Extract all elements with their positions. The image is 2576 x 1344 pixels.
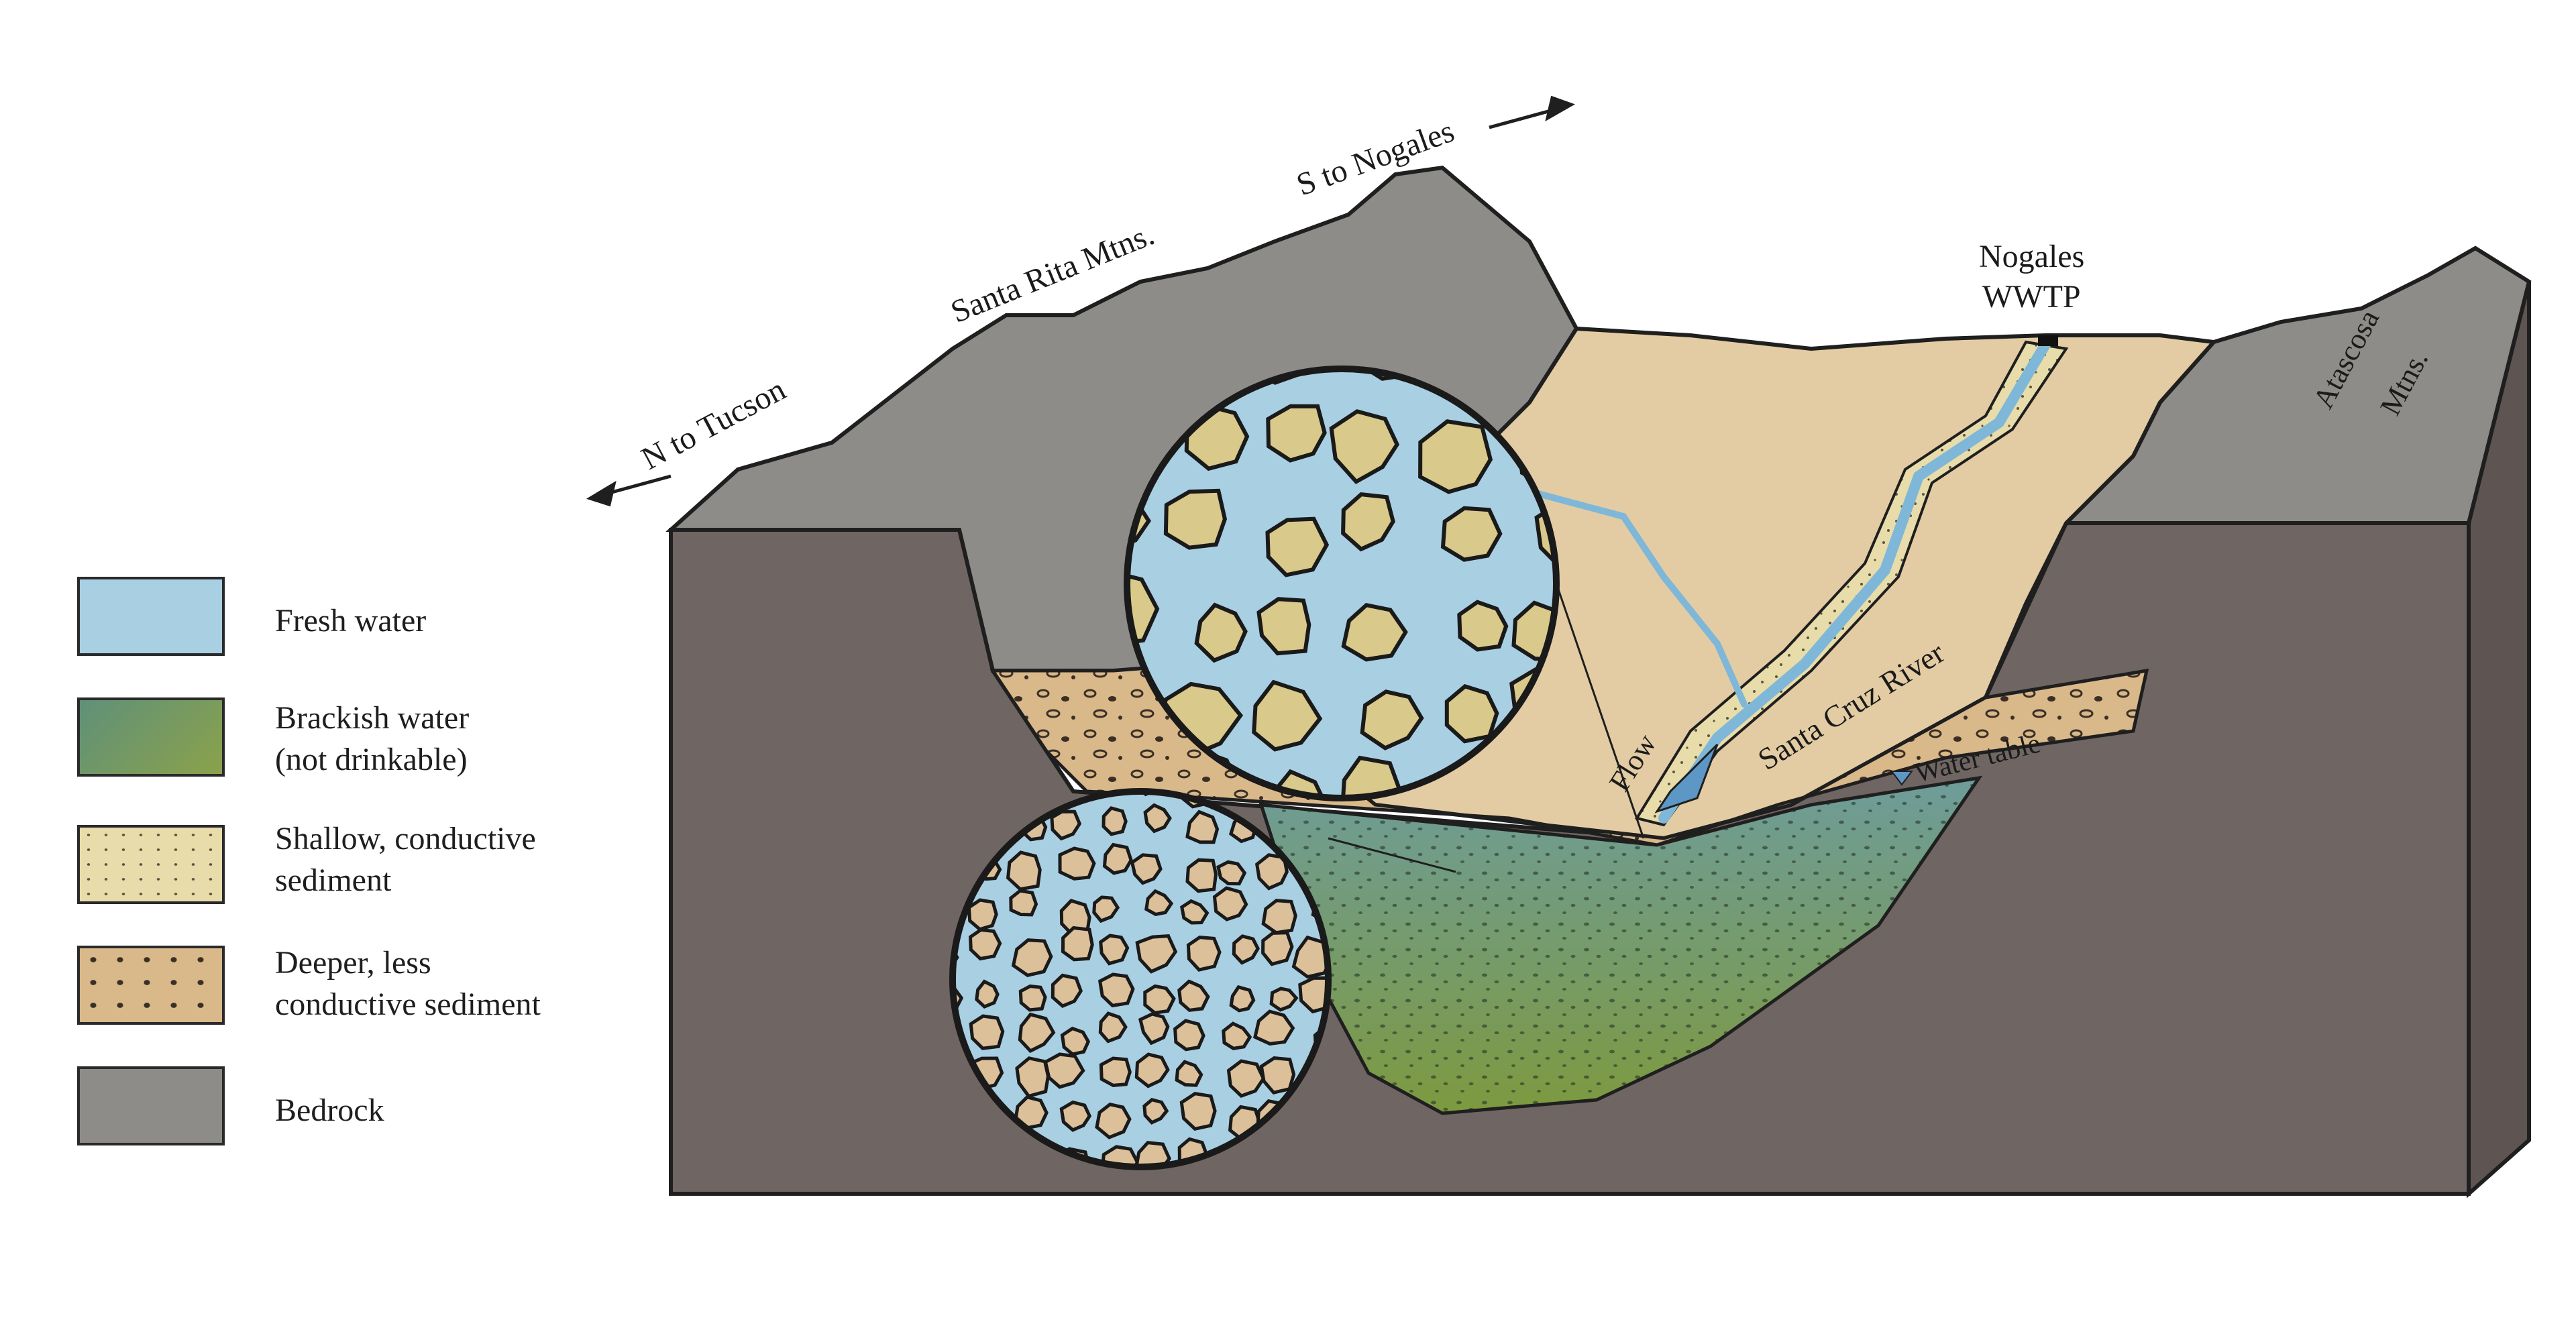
sediment-grain (1144, 889, 1174, 917)
river-channel (1658, 338, 2051, 824)
sediment-grain (968, 928, 1002, 961)
sediment-grain (1232, 934, 1260, 965)
sediment-grain (1341, 492, 1395, 552)
sediment-grain (1050, 809, 1082, 841)
sediment-grain (1102, 806, 1128, 836)
sediment-grain (1134, 1052, 1170, 1088)
sediment-grain (1259, 1056, 1296, 1095)
sediment-grain (1180, 899, 1210, 925)
tributary (1519, 486, 1748, 708)
zoom-line-2 (1328, 837, 1456, 873)
sediment-grain (1266, 404, 1327, 463)
legend-label-fresh: Fresh water (275, 603, 427, 638)
sediment-grain (1177, 979, 1210, 1012)
sediment-grain (1269, 987, 1299, 1012)
south-arrow (1489, 95, 1575, 129)
sediment-grain (1185, 858, 1218, 893)
sediment-grain (1009, 889, 1038, 917)
wwtp-marker (2038, 335, 2058, 346)
sediment-grain (1014, 1095, 1049, 1130)
sediment-grain (1134, 1141, 1171, 1167)
legend-swatch-bedrock (77, 1066, 225, 1145)
sediment-grain (1175, 1060, 1203, 1087)
sediment-grain (1006, 850, 1042, 891)
sediment-grain (1340, 755, 1403, 798)
sediment-grain (1092, 895, 1120, 923)
sediment-grain (1261, 899, 1297, 935)
sediment-grain (1226, 1059, 1266, 1098)
sediment-grain (1261, 931, 1294, 966)
sediment-grain (1265, 516, 1330, 577)
sediment-grain (1440, 506, 1503, 562)
sediment-grain (1341, 602, 1408, 662)
north-arrow (586, 474, 672, 507)
sediment-grain (1216, 860, 1247, 886)
sediment-grain (1163, 488, 1228, 550)
sediment-grain (1135, 934, 1178, 974)
sediment-grain (1418, 419, 1493, 494)
sediment-grain (1143, 984, 1176, 1015)
sediment-grain (969, 1014, 1005, 1050)
sediment-grain (1138, 1012, 1170, 1046)
sediment-grain (1051, 973, 1083, 1009)
sediment-grain (975, 979, 1000, 1009)
sediment-grain (1095, 1103, 1132, 1139)
sediment-grain (1252, 679, 1323, 752)
legend-swatch-shallow (77, 825, 225, 904)
sediment-grain (1011, 938, 1053, 977)
flow-arrow (1654, 743, 1719, 814)
sediment-grain (1102, 842, 1133, 875)
sediment-grain (1194, 602, 1248, 663)
sediment-grain (1061, 926, 1094, 962)
legend-label-shallow: Shallow, conductive sediment (275, 821, 536, 899)
legend-swatch-fresh (77, 577, 225, 656)
legend-label-bedrock: Bedrock (275, 1093, 384, 1128)
sediment-grain (1058, 846, 1096, 881)
sediment-grain (1185, 809, 1220, 844)
sediment-grain (1043, 1052, 1085, 1089)
label-wwtp: WWTP (1982, 279, 2081, 315)
sediment-grain (1099, 934, 1130, 966)
zoom-line-1 (1555, 583, 1645, 839)
sediment-grain (1360, 689, 1424, 750)
sediment-grain (1143, 803, 1172, 834)
sediment-grain (1018, 984, 1047, 1012)
magnifier-deep (953, 791, 1328, 1167)
sediment-grain (1444, 684, 1499, 744)
sediment-grain (1015, 1056, 1050, 1099)
legend-label-deep: Deeper, less conductive sediment (275, 945, 541, 1023)
sediment-grain (1018, 1012, 1056, 1054)
legend-label-brackish: Brackish water (not drinkable) (275, 700, 470, 778)
legend-swatch-brackish (77, 697, 225, 777)
sediment-grain (967, 898, 998, 932)
sediment-grain (1130, 853, 1163, 885)
sediment-grain (1212, 886, 1248, 921)
sediment-grain (1142, 1097, 1169, 1125)
sediment-grain (1099, 1056, 1132, 1087)
sediment-grain (1256, 597, 1311, 656)
sediment-grain (1098, 1011, 1128, 1044)
label-nogales: Nogales (1979, 239, 2085, 274)
sediment-grain (1059, 1100, 1092, 1132)
sediment-grain (1179, 1091, 1217, 1131)
sediment-grain (1173, 1019, 1205, 1052)
sediment-grain (1229, 985, 1256, 1013)
sediment-grain (1222, 1021, 1252, 1051)
water-table-marker (1890, 771, 1913, 786)
legend-swatch-deep (77, 946, 225, 1025)
sediment-grain (1060, 1026, 1091, 1056)
sediment-grain (1097, 972, 1135, 1008)
sediment-grain (1186, 936, 1222, 972)
sediment-grain (1253, 1009, 1295, 1046)
sediment-grain (1329, 409, 1400, 484)
sediment-grain (1457, 600, 1509, 652)
